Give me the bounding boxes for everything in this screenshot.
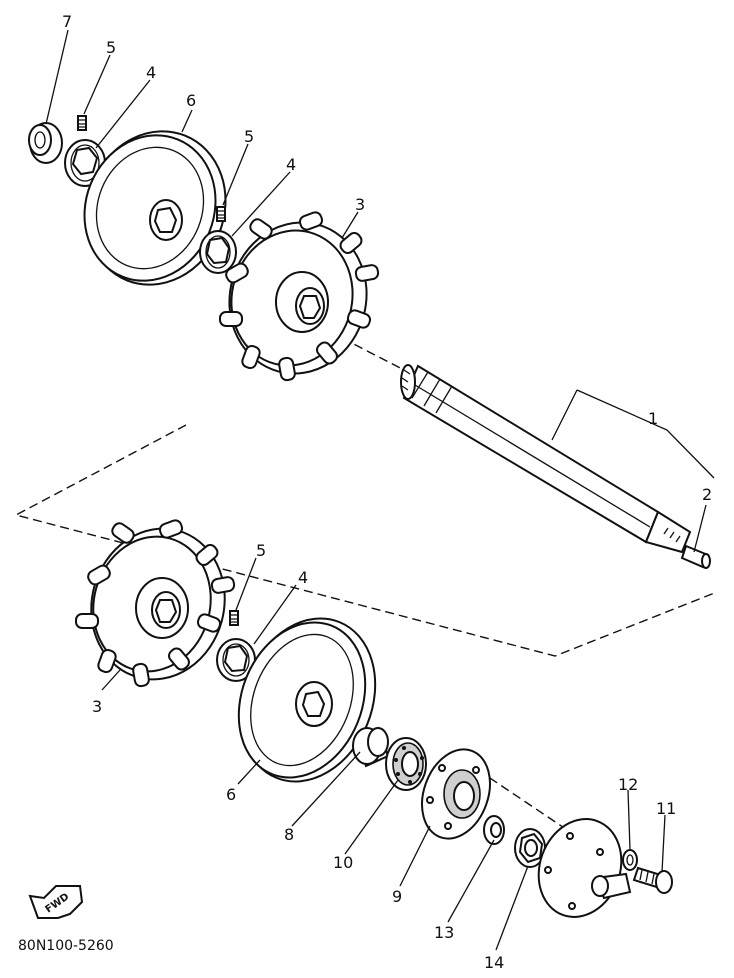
idler-wheel-6a	[83, 130, 227, 286]
callout-5a: 5	[106, 38, 116, 57]
leader-lines	[45, 29, 715, 951]
callout-12: 12	[618, 775, 638, 794]
bearing-7	[28, 122, 63, 164]
set-screw-5a	[77, 115, 87, 131]
callout-labels: 7 5 4 6 5 4 3 1 2 5 4 3 6 8 10 9 13 14 1…	[62, 12, 712, 972]
callout-2: 2	[702, 485, 712, 504]
callout-5c: 5	[256, 541, 266, 560]
set-screw-5b	[216, 206, 226, 222]
lock-washer-12	[622, 849, 638, 871]
callout-4b: 4	[286, 155, 296, 174]
callout-6b: 6	[226, 785, 236, 804]
axis-line-upper	[341, 337, 409, 373]
shaft-pin	[680, 544, 711, 569]
callout-7: 7	[62, 12, 72, 31]
callout-14: 14	[484, 953, 504, 972]
callout-9: 9	[392, 887, 402, 906]
callout-3b: 3	[92, 697, 102, 716]
callout-1: 1	[648, 409, 658, 428]
sprocket-3b	[75, 519, 236, 688]
drawing-code: 80N100-5260	[18, 938, 114, 954]
ball-bearing-10	[385, 737, 427, 791]
assembly-frame	[14, 424, 718, 657]
nut-14	[514, 828, 546, 868]
axis-line-lower	[477, 769, 601, 853]
idler-wheel-6b	[237, 617, 377, 783]
callout-13: 13	[434, 923, 454, 942]
callout-10: 10	[333, 853, 353, 872]
bolt-11	[632, 866, 673, 894]
flange-plate	[537, 818, 632, 918]
fwd-arrow-icon: FWD	[28, 885, 84, 919]
callout-4c: 4	[298, 568, 308, 587]
sprocket-3a	[219, 211, 380, 382]
callout-11: 11	[656, 799, 676, 818]
callout-6a: 6	[186, 91, 196, 110]
set-screw-5c	[229, 610, 239, 626]
hex-collar-4b	[199, 230, 237, 274]
callout-3a: 3	[355, 195, 365, 214]
drive-shaft	[400, 364, 692, 554]
callout-5b: 5	[244, 127, 254, 146]
bearing-flange-9	[421, 748, 491, 840]
washer-13	[483, 815, 505, 845]
callout-4a: 4	[146, 63, 156, 82]
callout-8: 8	[284, 825, 294, 844]
spacer-8	[352, 726, 390, 768]
